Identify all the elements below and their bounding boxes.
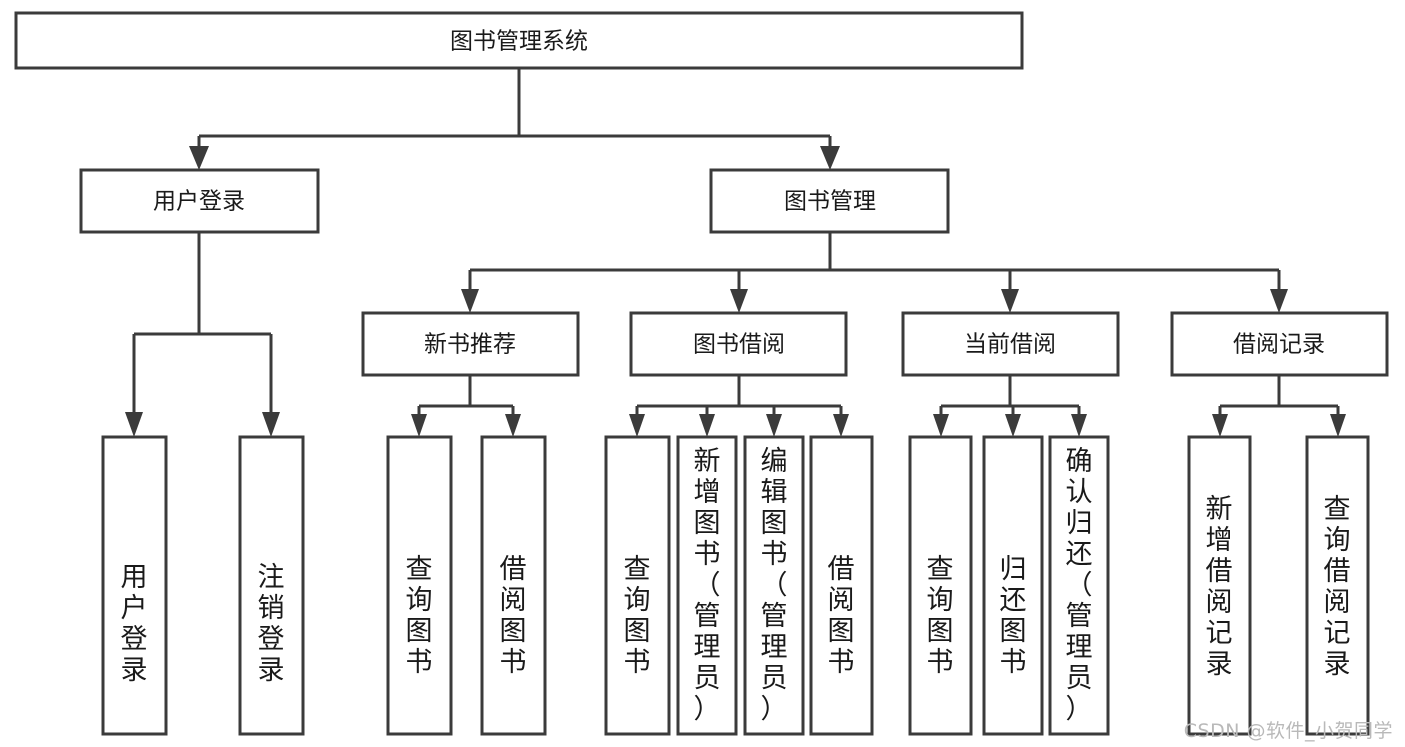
leaf-node-edit-book[interactable]: 编辑图书（管理员） (743, 435, 805, 736)
leaf-node-query-record-label: 查询借阅记录 (1324, 494, 1351, 680)
arrow-head-leaf-query-book-3 (933, 414, 949, 437)
leaf-node-add-record-box[interactable] (1187, 435, 1252, 736)
node-book-manage-label: 图书管理 (784, 189, 876, 215)
leaf-node-borrow-book-1[interactable]: 借阅图书 (480, 435, 547, 736)
arrow-head-leaf-user-login (125, 412, 143, 437)
arrow-head-leaf-edit-book (766, 414, 782, 437)
node-book-borrow-box[interactable] (629, 311, 848, 377)
node-book-manage[interactable]: 图书管理 (709, 168, 950, 234)
node-current-borrow-box[interactable] (901, 311, 1120, 377)
leaf-node-query-book-3-label: 查询图书 (927, 554, 954, 678)
leaf-node-add-book[interactable]: 新增图书（管理员） (676, 435, 738, 736)
leaf-node-confirm-return-box[interactable] (1048, 435, 1110, 736)
node-root-box[interactable] (14, 11, 1024, 70)
arrow-head-user-login (189, 146, 209, 170)
arrow-head-current-borrow (1001, 289, 1019, 313)
node-current-borrow[interactable]: 当前借阅 (901, 311, 1120, 377)
leaf-node-confirm-return-label: 确认归还（管理员） (1066, 446, 1093, 725)
node-user-login-box[interactable] (79, 168, 320, 234)
node-root-label: 图书管理系统 (450, 29, 588, 55)
leaf-node-query-book-1[interactable]: 查询图书 (386, 435, 453, 736)
arrow-head-leaf-return-book (1005, 414, 1021, 437)
leaf-node-user-login[interactable]: 用户登录 (101, 435, 168, 736)
arrow-head-book-borrow (730, 289, 748, 313)
leaf-node-add-book-label: 新增图书（管理员） (694, 446, 721, 725)
leaf-node-logout-box[interactable] (238, 435, 305, 736)
node-root[interactable]: 图书管理系统 (14, 11, 1024, 70)
leaf-node-borrow-book-2[interactable]: 借阅图书 (809, 435, 874, 736)
node-new-book-recommend[interactable]: 新书推荐 (361, 311, 580, 377)
leaf-node-add-book-box[interactable] (676, 435, 738, 736)
leaf-node-logout-label: 注销登录 (258, 562, 285, 686)
leaf-node-query-book-1-box[interactable] (386, 435, 453, 736)
node-book-manage-box[interactable] (709, 168, 950, 234)
node-current-borrow-label: 当前借阅 (964, 332, 1056, 358)
leaf-node-return-book-label: 归还图书 (1000, 554, 1027, 678)
arrow-head-leaf-borrow-book-1 (505, 414, 521, 437)
leaf-node-borrow-book-2-box[interactable] (809, 435, 874, 736)
leaf-node-query-record-box[interactable] (1305, 435, 1370, 736)
node-book-borrow[interactable]: 图书借阅 (629, 311, 848, 377)
leaf-node-edit-book-box[interactable] (743, 435, 805, 736)
edge-layer (125, 68, 1346, 437)
leaf-node-user-login-label: 用户登录 (121, 562, 148, 686)
leaf-node-query-book-2-label: 查询图书 (624, 554, 651, 678)
arrow-head-borrow-record (1270, 289, 1288, 313)
leaf-node-borrow-book-2-label: 借阅图书 (828, 554, 855, 678)
arrow-head-leaf-query-book-2 (629, 414, 645, 437)
leaf-node-query-book-2-box[interactable] (604, 435, 671, 736)
arrow-head-leaf-logout (262, 412, 280, 437)
node-borrow-record-label: 借阅记录 (1233, 332, 1325, 358)
leaf-node-confirm-return[interactable]: 确认归还（管理员） (1048, 435, 1110, 736)
leaf-node-borrow-book-1-label: 借阅图书 (500, 554, 527, 678)
leaf-node-add-record-label: 新增借阅记录 (1206, 494, 1233, 680)
leaf-node-add-record[interactable]: 新增借阅记录 (1187, 435, 1252, 736)
node-book-borrow-label: 图书借阅 (693, 332, 785, 358)
arrow-head-new-book-recommend (461, 289, 479, 313)
leaf-node-query-book-3[interactable]: 查询图书 (908, 435, 973, 736)
arrow-head-leaf-query-record (1330, 414, 1346, 437)
node-user-login[interactable]: 用户登录 (79, 168, 320, 234)
node-user-login-label: 用户登录 (153, 189, 245, 215)
node-new-book-recommend-box[interactable] (361, 311, 580, 377)
leaf-node-query-book-2[interactable]: 查询图书 (604, 435, 671, 736)
leaf-node-return-book-box[interactable] (982, 435, 1044, 736)
arrow-head-book-manage (820, 146, 840, 170)
arrow-head-leaf-add-record (1212, 414, 1228, 437)
leaf-node-user-login-box[interactable] (101, 435, 168, 736)
arrow-head-leaf-confirm-return (1071, 414, 1087, 437)
leaf-node-edit-book-label: 编辑图书（管理员） (761, 446, 788, 725)
leaf-node-return-book[interactable]: 归还图书 (982, 435, 1044, 736)
leaf-node-borrow-book-1-box[interactable] (480, 435, 547, 736)
leaf-node-query-record[interactable]: 查询借阅记录 (1305, 435, 1370, 736)
node-new-book-recommend-label: 新书推荐 (424, 332, 516, 358)
arrow-head-leaf-add-book (699, 414, 715, 437)
arrow-head-leaf-borrow-book-2 (833, 414, 849, 437)
arrow-head-leaf-query-book-1 (411, 414, 427, 437)
leaf-node-query-book-3-box[interactable] (908, 435, 973, 736)
node-borrow-record-box[interactable] (1170, 311, 1389, 377)
leaf-node-query-book-1-label: 查询图书 (406, 554, 433, 678)
node-borrow-record[interactable]: 借阅记录 (1170, 311, 1389, 377)
leaf-node-logout[interactable]: 注销登录 (238, 435, 305, 736)
